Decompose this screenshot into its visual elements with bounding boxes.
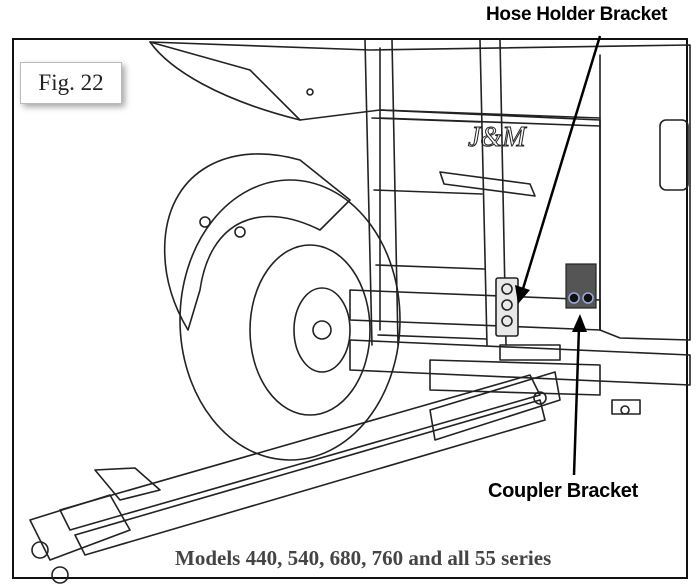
wheel <box>179 179 401 461</box>
figure-caption: Models 440, 540, 680, 760 and all 55 ser… <box>175 546 552 570</box>
hose-holder-bracket <box>495 277 519 337</box>
coupler-bracket-label: Coupler Bracket <box>488 480 638 502</box>
hose-holder-bracket-label: Hose Holder Bracket <box>486 4 668 25</box>
coupler-bracket <box>565 263 597 309</box>
coupler-arrow <box>572 314 587 476</box>
brand-mark: J&M <box>468 122 527 153</box>
ladder <box>364 39 507 346</box>
hitch-tongue <box>59 374 541 531</box>
hose-holder-arrow <box>515 35 602 304</box>
figure-label: Fig. 22 <box>20 62 122 104</box>
fender <box>163 153 351 331</box>
